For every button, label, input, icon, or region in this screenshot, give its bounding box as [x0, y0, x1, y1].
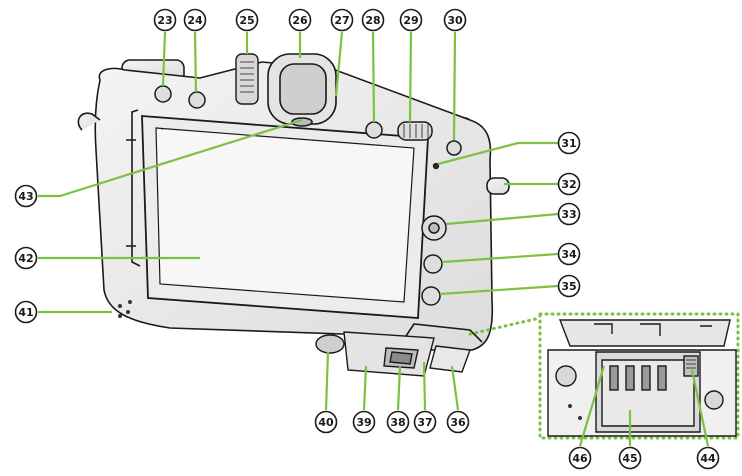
callout-number: 32	[561, 178, 576, 191]
callout-circle	[557, 172, 581, 196]
callout-46: 46	[568, 446, 592, 470]
callout-number: 36	[450, 416, 466, 429]
callout-39: 39	[352, 410, 376, 434]
callout-34: 34	[557, 242, 581, 266]
bottom-plate	[118, 300, 471, 377]
callout-number: 40	[318, 416, 334, 429]
callout-27: 27	[330, 8, 354, 32]
callout-circle	[153, 8, 177, 32]
callout-40: 40	[314, 410, 338, 434]
battery-chamber-inset	[468, 312, 740, 440]
callout-circle	[557, 202, 581, 226]
callout-number: 43	[18, 190, 33, 203]
callout-25: 25	[235, 8, 259, 32]
callout-circle	[14, 300, 38, 324]
callout-44: 44	[696, 446, 720, 470]
lcd-monitor	[141, 115, 429, 319]
viewfinder	[267, 53, 337, 127]
callout-42: 42	[14, 246, 38, 270]
callout-circle	[14, 184, 38, 208]
callout-circle	[446, 410, 470, 434]
callout-circle	[413, 410, 437, 434]
callout-circle	[235, 8, 259, 32]
callout-32: 32	[557, 172, 581, 196]
callout-45: 45	[618, 446, 642, 470]
callout-number: 24	[187, 14, 203, 27]
callout-number: 45	[622, 452, 637, 465]
callout-circle	[183, 8, 207, 32]
callout-number: 33	[561, 208, 576, 221]
callout-30: 30	[443, 8, 467, 32]
callout-circle	[330, 8, 354, 32]
callout-number: 41	[18, 306, 33, 319]
callout-number: 39	[356, 416, 371, 429]
callout-number: 30	[447, 14, 463, 27]
callout-circle	[557, 274, 581, 298]
callout-37: 37	[413, 410, 437, 434]
callout-number: 34	[561, 248, 577, 261]
callout-circle	[314, 410, 338, 434]
callout-number: 27	[334, 14, 349, 27]
callout-circle	[14, 246, 38, 270]
callout-number: 38	[390, 416, 405, 429]
callout-number: 25	[239, 14, 254, 27]
callout-circle	[352, 410, 376, 434]
callout-36: 36	[446, 410, 470, 434]
callout-33: 33	[557, 202, 581, 226]
top-left-buttons	[154, 85, 206, 109]
callout-38: 38	[386, 410, 410, 434]
leader-lines	[38, 31, 710, 447]
callout-29: 29	[399, 8, 423, 32]
callout-circle	[386, 410, 410, 434]
callout-23: 23	[153, 8, 177, 32]
callout-circle	[557, 242, 581, 266]
callout-number: 44	[700, 452, 716, 465]
callout-circle	[443, 8, 467, 32]
callout-number: 28	[365, 14, 380, 27]
callout-circle	[696, 446, 720, 470]
callout-28: 28	[361, 8, 385, 32]
callout-24: 24	[183, 8, 207, 32]
callout-labels: 23 24 25 26 27 28 29 30 31 32 33 34 35 36 37 38 39 40 41 42…	[14, 8, 720, 470]
callout-number: 31	[561, 137, 576, 150]
callout-circle	[288, 8, 312, 32]
right-controls	[365, 121, 462, 306]
callout-41: 41	[14, 300, 38, 324]
callout-31: 31	[557, 131, 581, 155]
callout-circle	[568, 446, 592, 470]
callout-number: 23	[157, 14, 172, 27]
callout-circle	[618, 446, 642, 470]
callout-43: 43	[14, 184, 38, 208]
callout-26: 26	[288, 8, 312, 32]
callout-number: 46	[572, 452, 588, 465]
callout-35: 35	[557, 274, 581, 298]
callout-circle	[399, 8, 423, 32]
callout-number: 29	[403, 14, 418, 27]
callout-number: 35	[561, 280, 576, 293]
callout-number: 37	[417, 416, 432, 429]
callout-number: 42	[18, 252, 33, 265]
callout-number: 26	[292, 14, 308, 27]
callout-circle	[361, 8, 385, 32]
diopter-dial	[235, 53, 259, 105]
callout-circle	[557, 131, 581, 155]
